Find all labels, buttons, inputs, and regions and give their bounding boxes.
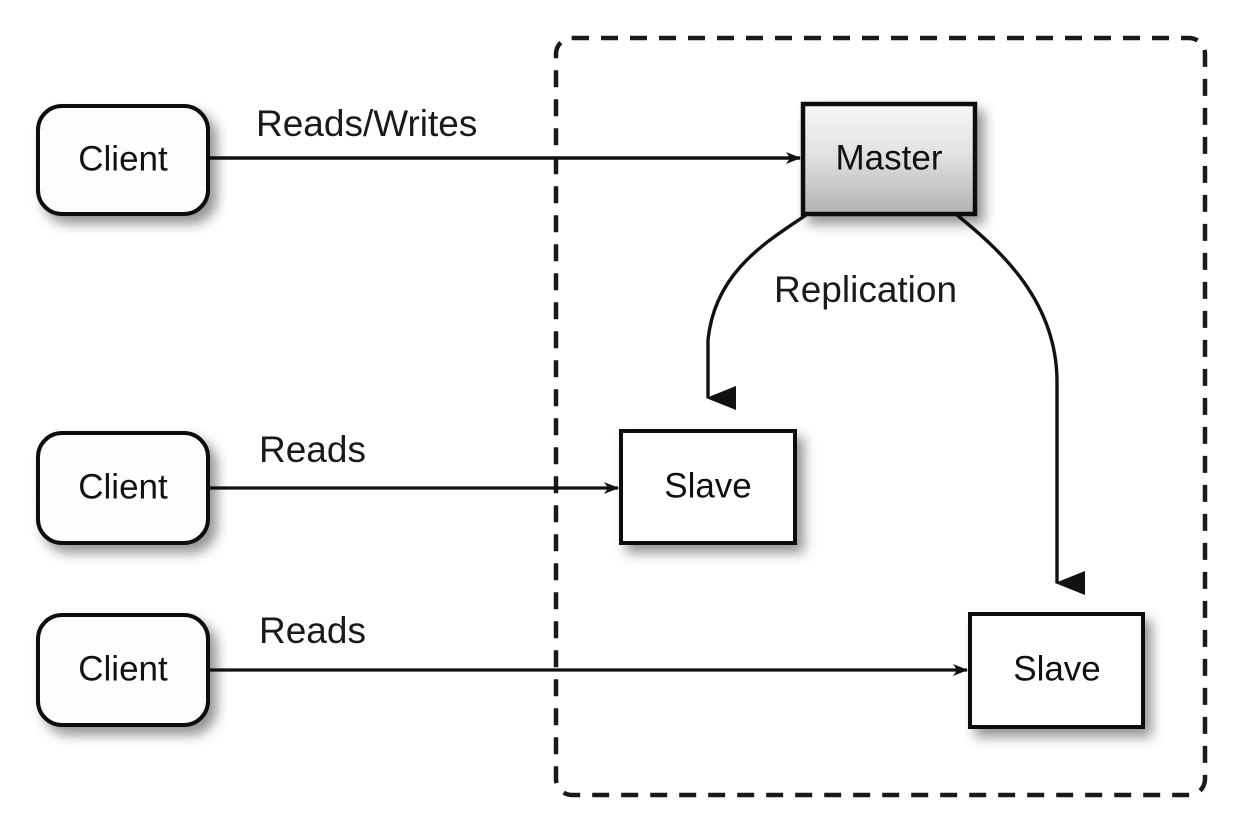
edge-master-slave1 [706,213,807,410]
client-3-box[interactable] [36,613,210,727]
node-slave-1[interactable]: Slave [619,429,797,545]
node-client-1[interactable]: Client [36,104,210,216]
slave-1-box[interactable] [619,429,797,545]
edge-label-replication: Replication [774,269,957,310]
edge-master-slave1-curve [706,213,807,410]
slave-2-label: Slave [1013,649,1101,688]
slave-2-box[interactable] [968,612,1145,729]
node-client-2[interactable]: Client [36,431,210,545]
client-2-label: Client [78,467,168,506]
master-box[interactable] [800,101,978,217]
edge-master-slave2-curve [955,213,1085,595]
edge-master-slave2 [955,213,1085,595]
client-3-label: Client [78,649,168,688]
client-1-box[interactable] [36,104,210,216]
client-1-label: Client [78,139,168,178]
node-client-3[interactable]: Client [36,613,210,727]
client-2-box[interactable] [36,431,210,545]
slave-1-label: Slave [664,466,752,505]
master-label: Master [836,138,943,177]
edge-label-reads-writes: Reads/Writes [256,103,477,144]
edge-label-reads-middle: Reads [259,429,366,470]
edge-label-reads-bottom: Reads [259,610,366,651]
node-master[interactable]: Master [800,101,978,217]
node-slave-2[interactable]: Slave [968,612,1145,729]
